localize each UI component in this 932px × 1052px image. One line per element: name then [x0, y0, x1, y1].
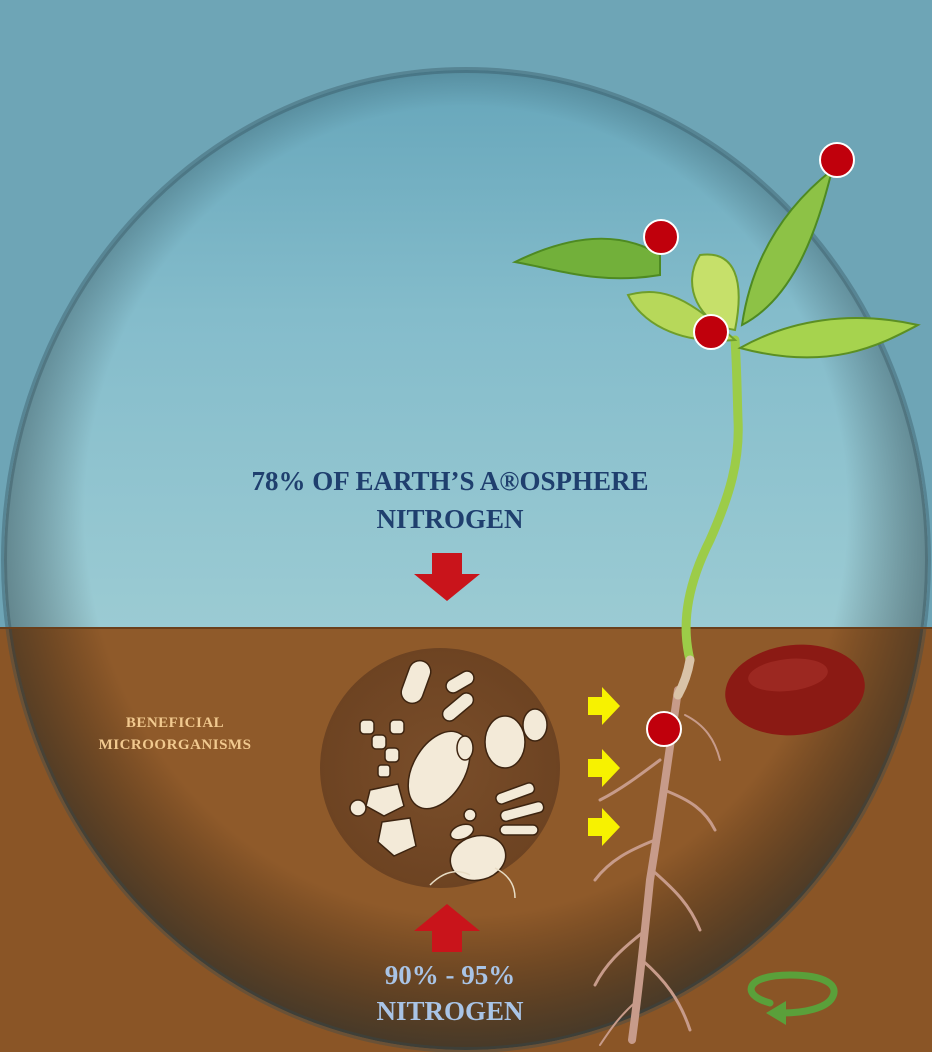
microorganisms-line-1: BENEFICIAL	[40, 712, 310, 734]
red-dot-marker	[694, 315, 728, 349]
soil-line-2: NITROGEN	[300, 993, 600, 1029]
red-dot-marker	[647, 712, 681, 746]
microorganisms-line-2: MICROORGANISMS	[40, 734, 310, 756]
soil-line-1: 90% - 95%	[300, 957, 600, 993]
soil-nitrogen-label: 90% - 95% NITROGEN	[300, 957, 600, 1029]
atmosphere-line-2: NITROGEN	[150, 500, 750, 538]
atmosphere-nitrogen-label: 78% OF EARTH’S A®OSPHERE NITROGEN	[150, 462, 750, 538]
red-dot-marker	[644, 220, 678, 254]
red-dot-marker	[820, 143, 854, 177]
atmosphere-line-1: 78% OF EARTH’S A®OSPHERE	[150, 462, 750, 500]
beneficial-microorganisms-label: BENEFICIAL MICROORGANISMS	[40, 712, 310, 756]
